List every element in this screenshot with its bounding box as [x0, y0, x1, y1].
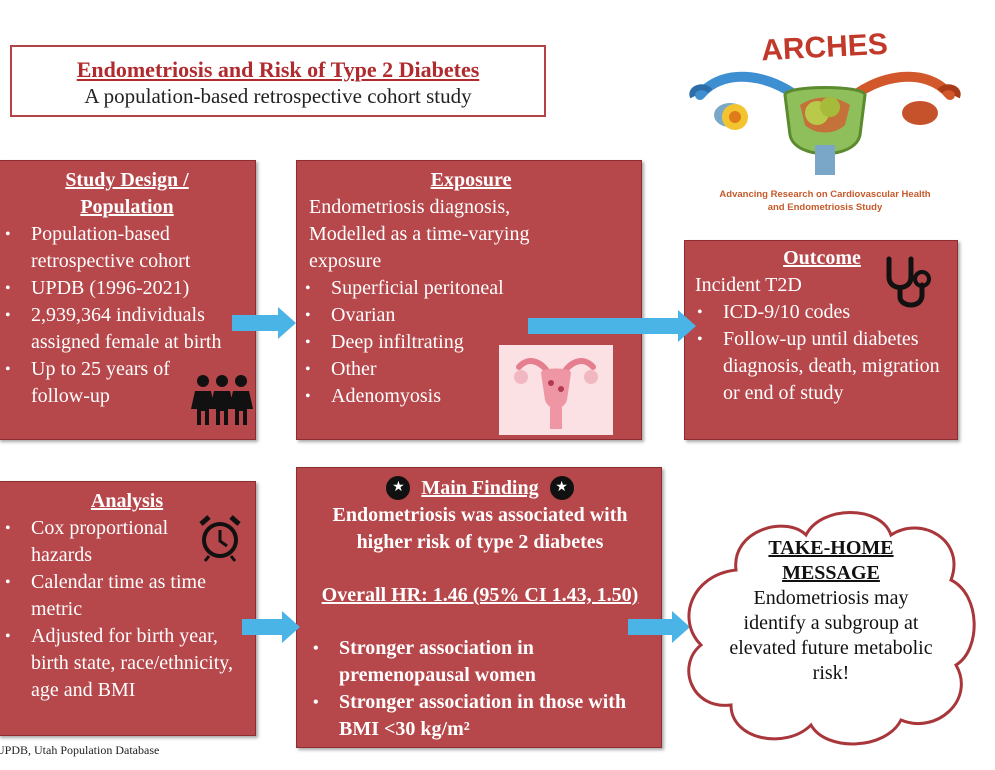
main-finding-title: Main Finding: [421, 476, 539, 499]
list-item: Follow-up until diabetes diagnosis, deat…: [691, 326, 949, 407]
exposure-card: Exposure Endometriosis diagnosis, Modell…: [296, 160, 642, 440]
study-design-card: Study Design / Population Population-bas…: [0, 160, 256, 440]
list-item: Stronger association in premenopausal wo…: [307, 635, 653, 689]
main-finding-card: ★ Main Finding ★ Endometriosis was assoc…: [296, 467, 662, 748]
analysis-title: Analysis: [90, 490, 164, 512]
study-design-title-2: Population: [80, 196, 174, 218]
uterus-image: [499, 345, 613, 435]
list-item: UPDB (1996-2021): [0, 275, 245, 302]
list-item: 2,939,364 individuals assigned female at…: [0, 302, 245, 356]
hazard-ratio: Overall HR: 1.46 (95% CI 1.43, 1.50): [321, 583, 639, 606]
list-item: Population-based retrospective cohort: [0, 221, 245, 275]
poster-title: Endometriosis and Risk of Type 2 Diabete…: [76, 57, 480, 82]
take-home-title-2: MESSAGE: [782, 562, 880, 584]
list-item: Ovarian: [299, 302, 633, 329]
main-finding-statement: Endometriosis was associated with higher…: [332, 503, 628, 553]
alarm-clock-icon: [199, 515, 241, 562]
take-home-title-1: TAKE-HOME: [768, 537, 894, 559]
list-item: ICD-9/10 codes: [691, 299, 949, 326]
arrow-design-to-exposure: [232, 307, 296, 339]
outcome-title: Outcome: [783, 247, 861, 269]
take-home-cloud: TAKE-HOME MESSAGE Endometriosis may iden…: [676, 500, 982, 752]
study-design-title-1: Study Design /: [65, 169, 189, 191]
people-group-icon: [191, 375, 253, 425]
star-left-icon: ★: [386, 476, 411, 501]
list-item: Up to 25 years of follow-up: [0, 356, 245, 410]
exposure-intro: Endometriosis diagnosis, Modelled as a t…: [309, 196, 530, 272]
list-item: Adenomyosis: [299, 383, 633, 410]
list-item: Adjusted for birth year, birth state, ra…: [0, 623, 249, 704]
list-item: Stronger association in those with BMI <…: [307, 689, 653, 743]
footnote: UPDB, Utah Population Database: [0, 743, 160, 757]
list-item: Calendar time as time metric: [0, 569, 249, 623]
uterus-icon: [514, 358, 598, 429]
take-home-text: Endometriosis may identify a subgroup at…: [729, 587, 933, 684]
arrow-finding-to-message: [628, 611, 690, 643]
outcome-intro: Incident T2D: [695, 274, 802, 296]
logo-tagline-2: and Endometriosis Study: [767, 202, 883, 213]
title-box: Endometriosis and Risk of Type 2 Diabete…: [10, 45, 546, 117]
poster-subtitle: A population-based retrospective cohort …: [84, 84, 472, 108]
list-item: Deep infiltrating: [299, 329, 633, 356]
list-item: Cox proportional hazards: [0, 515, 249, 569]
uterus-logo-icon: ARCHES: [689, 28, 961, 175]
cloud-shape: [687, 511, 976, 746]
logo-tagline-1: Advancing Research on Cardiovascular Hea…: [719, 189, 931, 200]
arches-logo: ARCHES Advancing Research on Cardiovascu…: [665, 25, 985, 215]
stethoscope-icon: [886, 256, 931, 308]
arrow-analysis-to-finding: [242, 611, 300, 643]
outcome-card: Outcome Incident T2D ICD-9/10 codes Foll…: [684, 240, 958, 440]
analysis-card: Analysis Cox proportional hazards Calend…: [0, 481, 256, 736]
logo-name: ARCHES: [760, 28, 888, 68]
list-item: Other: [299, 356, 633, 383]
star-right-icon: ★: [549, 476, 574, 501]
exposure-title: Exposure: [430, 169, 512, 191]
list-item: Superficial peritoneal: [299, 275, 633, 302]
arrow-exposure-to-outcome: [528, 310, 696, 342]
